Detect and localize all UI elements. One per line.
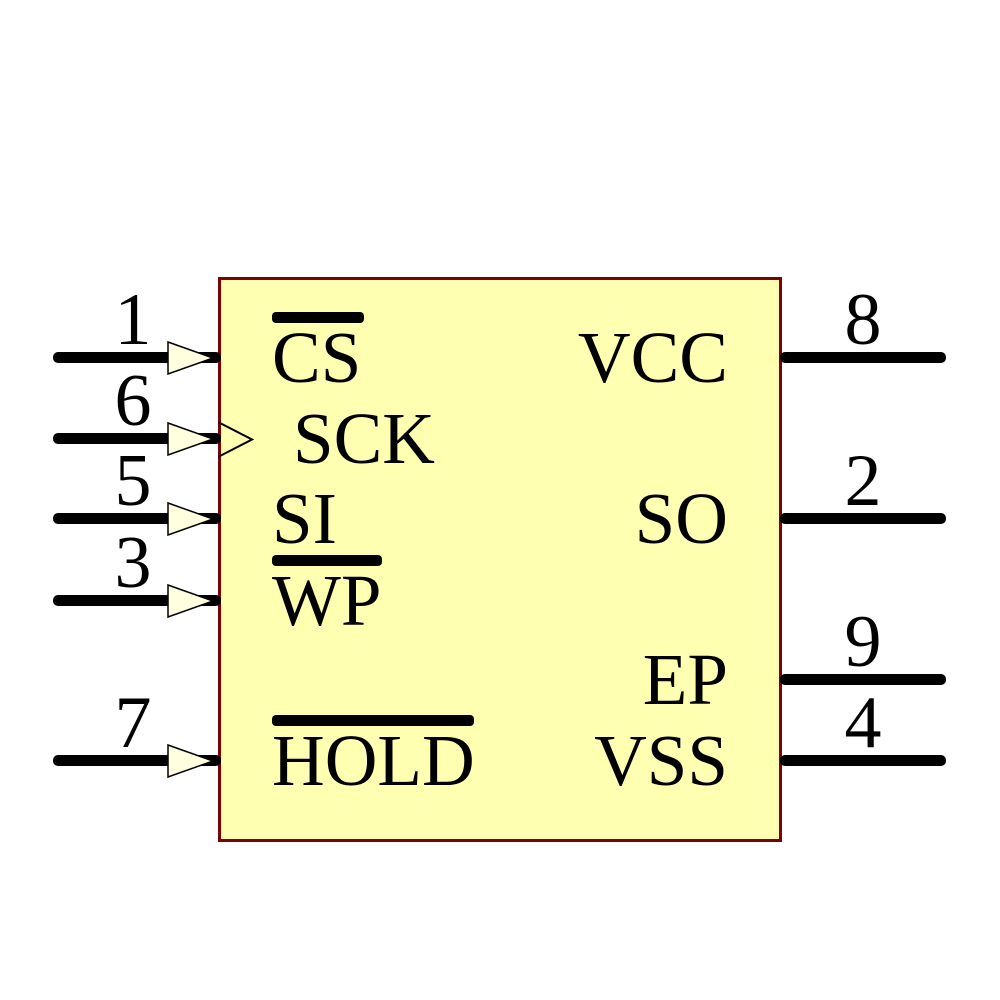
pin-wp-overline — [272, 555, 382, 566]
pin-so-number: 2 — [844, 440, 882, 522]
pin-vss-line[interactable] — [780, 755, 946, 766]
pin-vcc-number: 8 — [844, 279, 882, 361]
pin-cs-overline — [272, 312, 364, 323]
pin-sck-number: 6 — [114, 360, 152, 442]
pin-cs-arrow-icon — [167, 341, 215, 375]
pin-so-line[interactable] — [780, 513, 946, 524]
pin-cs-line[interactable] — [53, 352, 221, 363]
pin-si-number: 5 — [114, 440, 152, 522]
pin-si-arrow-icon — [167, 502, 215, 536]
clock-icon — [218, 421, 254, 458]
pin-ep-label: EP — [642, 639, 728, 720]
pin-hold-line[interactable] — [53, 755, 221, 766]
pin-hold-arrow-icon — [167, 744, 215, 778]
pin-so-label: SO — [634, 478, 728, 559]
pin-sck-arrow-icon — [167, 422, 215, 456]
pin-hold-label: HOLD — [272, 720, 475, 801]
pin-vcc-label: VCC — [577, 317, 728, 398]
pin-si-label: SI — [272, 478, 337, 559]
pin-si-line[interactable] — [53, 513, 221, 524]
pin-wp-arrow-icon — [167, 584, 215, 618]
pin-hold-overline — [272, 715, 474, 726]
pin-ep-number: 9 — [844, 601, 882, 683]
pin-vss-number: 4 — [844, 682, 882, 764]
pin-sck-label: SCK — [293, 398, 436, 479]
pin-cs-number: 1 — [114, 279, 152, 361]
pin-ep-line[interactable] — [780, 674, 946, 685]
pin-cs-label: CS — [272, 317, 362, 398]
pin-vss-label: VSS — [594, 720, 728, 801]
pin-sck-line[interactable] — [53, 433, 221, 444]
pin-wp-number: 3 — [114, 522, 152, 604]
pin-vcc-line[interactable] — [780, 352, 946, 363]
pin-hold-number: 7 — [114, 682, 152, 764]
pin-wp-line[interactable] — [53, 595, 221, 606]
pin-wp-label: WP — [272, 560, 382, 641]
